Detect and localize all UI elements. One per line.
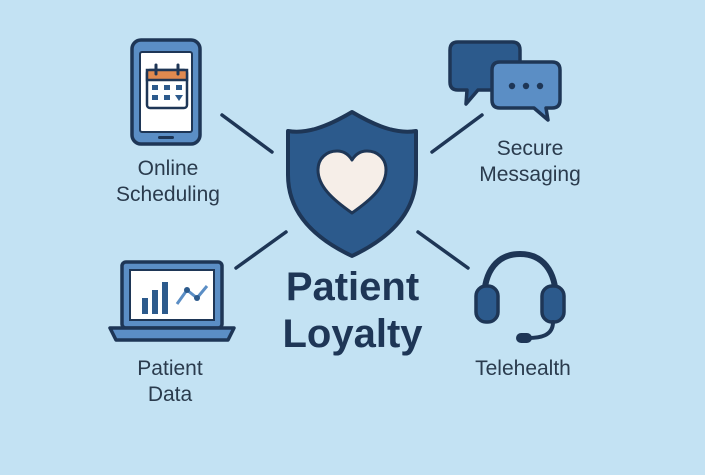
node-label-data: Patient Data <box>137 357 203 406</box>
center-title: Patient Loyalty <box>282 265 423 356</box>
connector-scheduling <box>220 113 274 154</box>
phone-calendar-icon <box>130 38 202 146</box>
node-label-messaging: Secure Messaging <box>479 137 581 186</box>
connector-telehealth <box>416 230 470 270</box>
shield-heart-icon <box>286 110 418 258</box>
headset-icon <box>474 250 566 343</box>
chat-bubbles-icon <box>448 40 562 122</box>
laptop-chart-icon <box>108 260 236 342</box>
connector-messaging <box>430 113 484 154</box>
node-label-telehealth: Telehealth <box>475 357 571 380</box>
connector-data <box>234 230 288 270</box>
node-label-scheduling: Online Scheduling <box>116 157 220 206</box>
